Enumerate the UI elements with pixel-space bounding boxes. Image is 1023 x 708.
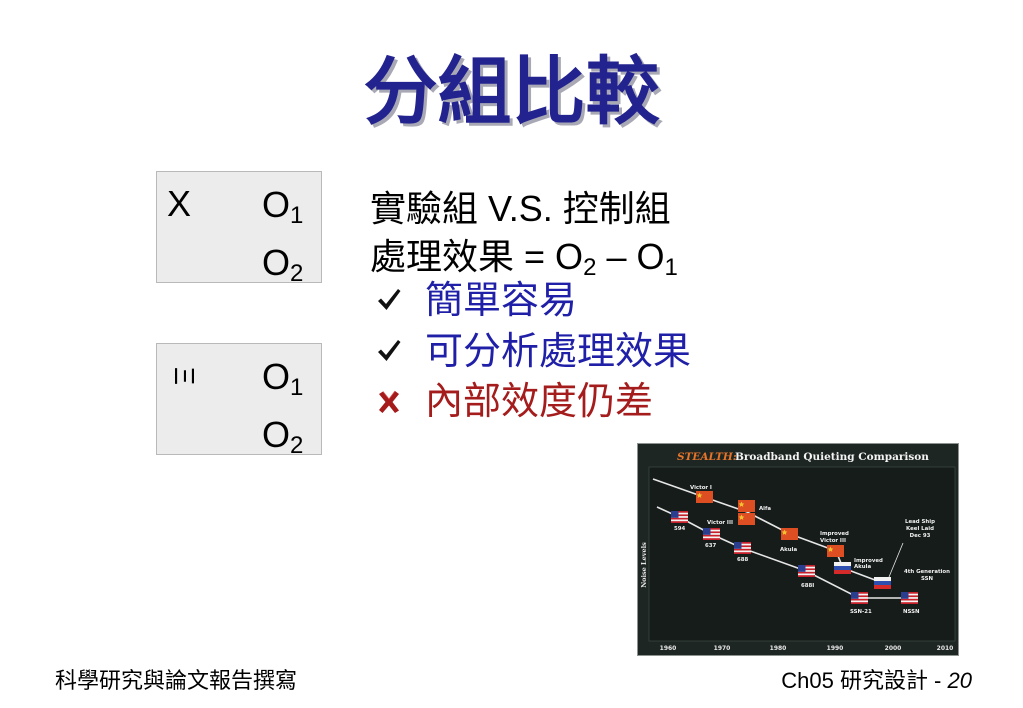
- effect-term-a: O: [555, 236, 584, 277]
- label-improved-victor-iii-line1: Improved: [820, 531, 849, 537]
- x-tick-label: 1980: [770, 645, 787, 652]
- label-637: 637: [705, 543, 717, 549]
- label-akula: Akula: [780, 547, 797, 553]
- footer-page-info: Ch05 研究設計 - 20: [781, 669, 972, 693]
- lead-ship-pointer: [888, 542, 904, 578]
- bullet-text: 可分析處理效果: [425, 331, 692, 373]
- x-tick-label: 1990: [827, 645, 844, 652]
- us-flag-icon: [798, 565, 815, 577]
- russian-flag-icon: [874, 577, 891, 589]
- experimental-group-box: X O1 O2: [156, 171, 322, 286]
- effect-subscript-b: 1: [664, 254, 678, 281]
- label-improved-akula-line2: Akula: [854, 564, 871, 570]
- control-group-box: Ξ O1 O2: [156, 343, 322, 458]
- label-alfa: Alfa: [759, 506, 771, 512]
- treatment-symbol: X: [167, 183, 192, 224]
- observation-letter: O: [262, 242, 291, 283]
- label-victor-i: Victor I: [690, 485, 712, 491]
- footer-course-title: 科學研究與論文報告撰寫: [55, 668, 298, 693]
- stealth-comparison-figure: STEALTH:Broadband Quieting Comparison Vi…: [637, 443, 959, 656]
- effect-subscript-a: 2: [583, 254, 597, 281]
- effect-term-b: O: [636, 236, 665, 277]
- plot-area: [648, 466, 956, 642]
- label-lead-ship-line2: Keel Laid: [906, 526, 934, 532]
- bullet-text: 簡單容易: [425, 280, 578, 322]
- x-tick-label: 2010: [937, 645, 954, 652]
- checkmark-icon: [378, 289, 401, 310]
- soviet-flag-icon: [696, 491, 713, 503]
- observation-subscript: 1: [290, 202, 304, 229]
- x-tick-label: 1960: [660, 645, 677, 652]
- us-flag-icon: [734, 542, 751, 554]
- checkmark-icon: [378, 340, 401, 361]
- figure-title: STEALTH:Broadband Quieting Comparison: [677, 451, 929, 463]
- x-tick-label: 2000: [885, 645, 902, 652]
- treatment-effect-formula: 處理效果 = O2 – O1: [370, 236, 678, 280]
- slide-title: 分組比較: [363, 50, 660, 133]
- label-lead-ship-line3: Dec 93: [910, 533, 931, 539]
- footer-chapter: Ch05 研究設計 -: [781, 668, 942, 693]
- soviet-flag-icon: [827, 545, 844, 557]
- soviet-flag-icon: [738, 500, 755, 512]
- figure-title-prefix: STEALTH:: [677, 451, 737, 463]
- us-flag-icon: [851, 592, 868, 604]
- observation-o1: O1: [262, 356, 303, 400]
- russian-flag-icon: [834, 562, 851, 574]
- label-fourth-gen-line2: SSN: [921, 576, 934, 582]
- label-improved-akula-line1: Improved: [854, 558, 883, 564]
- label-improved-victor-iii-line2: Victor III: [820, 538, 846, 544]
- y-axis-label: Noise Levels: [640, 542, 648, 588]
- us-flag-icon: [671, 511, 688, 523]
- observation-subscript: 1: [290, 374, 304, 401]
- x-tick-label: 1970: [714, 645, 731, 652]
- observation-letter: O: [262, 414, 291, 455]
- comparison-heading: 實驗組 V.S. 控制組: [370, 188, 671, 229]
- no-treatment-symbol: Ξ: [169, 366, 200, 386]
- label-lead-ship-line1: Lead Ship: [905, 519, 935, 525]
- effect-label: 處理效果 =: [370, 236, 546, 277]
- effect-minus: –: [606, 236, 627, 277]
- observation-letter: O: [262, 356, 291, 397]
- observation-subscript: 2: [290, 432, 304, 459]
- observation-o1: O1: [262, 184, 303, 228]
- observation-o2: O2: [262, 414, 303, 458]
- soviet-flag-icon: [781, 528, 798, 540]
- label-ssn-21: SSN-21: [850, 609, 872, 615]
- us-flag-icon: [901, 592, 918, 604]
- observation-o2: O2: [262, 242, 303, 286]
- bullet-text: 內部效度仍差: [425, 381, 654, 423]
- us-flag-icon: [703, 528, 720, 540]
- label-688i: 688I: [801, 583, 814, 589]
- label-victor-iii: Victor III: [707, 520, 733, 526]
- figure-graphic: STEALTH:Broadband Quieting Comparison Vi…: [637, 443, 959, 656]
- label-nssn: NSSN: [903, 609, 920, 615]
- observation-subscript: 2: [290, 260, 304, 287]
- label-fourth-gen-line1: 4th Generation: [904, 569, 950, 575]
- cross-icon: [379, 390, 399, 413]
- label-594: 594: [674, 526, 686, 532]
- observation-letter: O: [262, 184, 291, 225]
- soviet-flag-icon: [738, 513, 755, 525]
- label-688: 688: [737, 557, 749, 563]
- figure-title-main: Broadband Quieting Comparison: [735, 451, 929, 463]
- footer-page-number: 20: [947, 668, 972, 693]
